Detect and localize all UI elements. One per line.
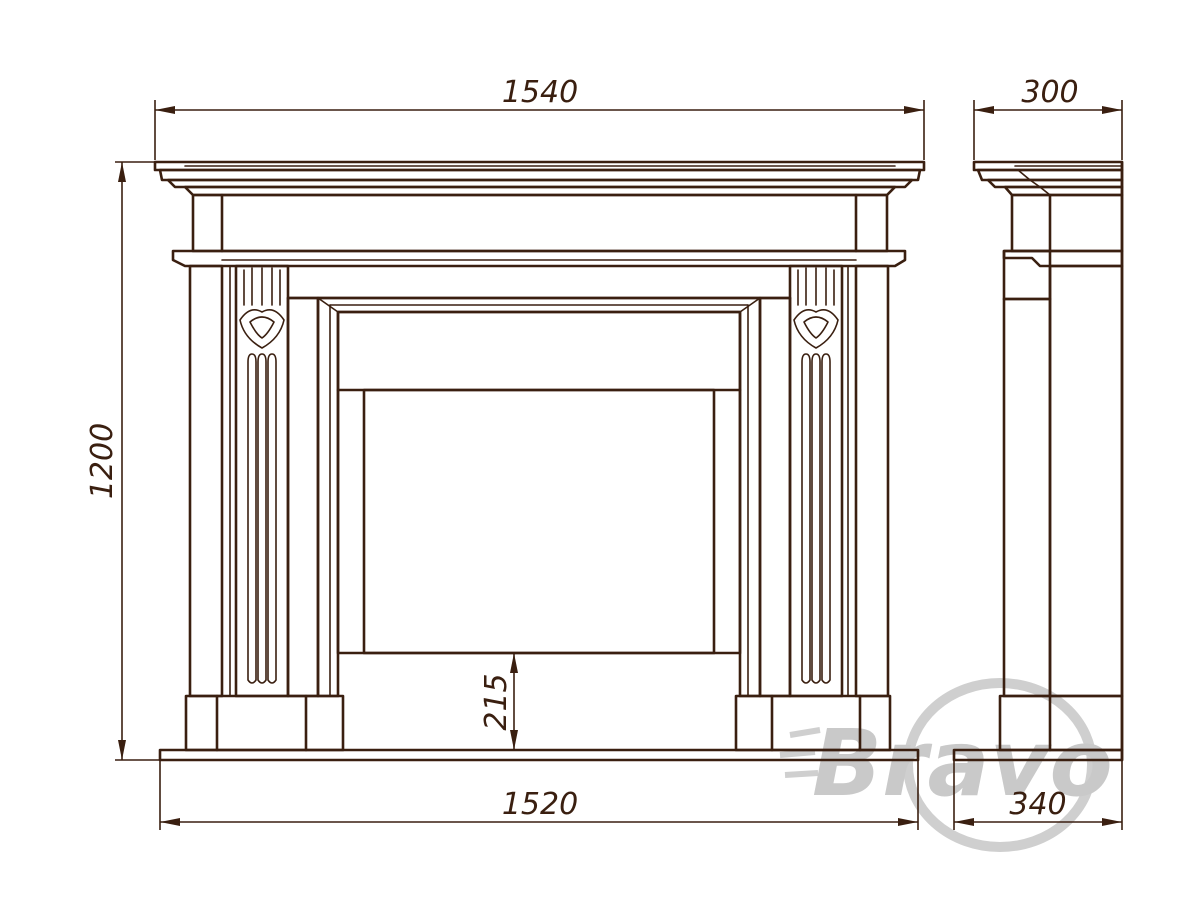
dim-overall-width: 1540 <box>502 75 578 110</box>
left-inner-jamb <box>286 296 320 698</box>
left-outer-pilaster <box>188 264 224 698</box>
opening-frame <box>316 296 762 698</box>
frieze <box>191 193 889 253</box>
dim-overall-height: 1200 <box>85 423 120 499</box>
right-fluted-pilaster <box>788 264 849 698</box>
mantel-shelf <box>153 160 926 172</box>
side-view <box>952 160 1124 762</box>
right-inner-jamb <box>758 296 792 698</box>
left-plinth <box>184 694 345 752</box>
right-acanthus-ornament <box>793 309 839 349</box>
dim-opening-floor-height: 215 <box>479 673 514 730</box>
left-fluted-pilaster <box>229 264 290 698</box>
fire-insert <box>362 388 716 655</box>
right-outer-pilaster <box>854 264 890 698</box>
dim-base-width: 1520 <box>502 787 578 822</box>
bravo-logo: Bravo <box>779 678 1113 852</box>
dim-side-top-depth: 300 <box>1021 75 1078 110</box>
front-view <box>153 160 926 762</box>
dimension-lines: 1540 300 1200 215 1520 340 <box>85 75 1123 830</box>
lintel <box>171 249 907 268</box>
logo-text: Bravo <box>812 710 1113 817</box>
dim-side-base-depth: 340 <box>1009 787 1066 822</box>
left-acanthus-ornament <box>239 309 285 349</box>
firebox <box>336 310 742 655</box>
